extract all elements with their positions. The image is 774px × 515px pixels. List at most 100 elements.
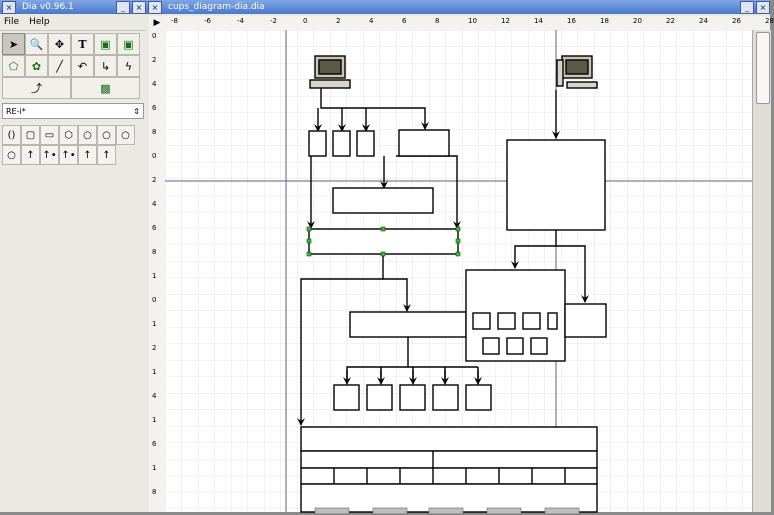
leaf-box[interactable]	[333, 384, 360, 411]
toolbox-window: × Dia v0.96.1 _ × File Help ➤ 🔍 ✥ T ▣ ▣ …	[0, 0, 147, 512]
scrollbar-thumb[interactable]	[756, 32, 770, 104]
shape-rect-icon[interactable]: ▭	[40, 125, 59, 145]
hruler-label: 6	[402, 17, 407, 25]
box-f[interactable]	[349, 311, 467, 338]
diagram-drawing	[165, 30, 752, 515]
shape-paren-icon[interactable]: ()	[2, 125, 21, 145]
vruler-label: 0	[152, 152, 157, 160]
hruler-label: 26	[732, 17, 741, 25]
pointer-tool-icon[interactable]: ➤	[2, 33, 25, 55]
zoom-tool-icon[interactable]: 🔍	[25, 33, 48, 55]
vruler-label: 8	[152, 248, 157, 256]
menu-arrow-icon[interactable]: ▶	[149, 16, 166, 31]
box-large[interactable]	[506, 139, 606, 231]
box-tool-icon[interactable]: ▣	[94, 33, 117, 55]
hruler-label: -8	[171, 17, 178, 25]
vruler-label: 0	[152, 32, 157, 40]
leaf-box[interactable]	[465, 384, 492, 411]
box-c[interactable]	[356, 130, 375, 157]
shape-circle-icon[interactable]: ○	[2, 145, 21, 165]
vruler-label: 4	[152, 200, 157, 208]
polygon-tool-icon[interactable]: ⬠	[2, 55, 25, 77]
close-icon[interactable]: ×	[756, 0, 770, 14]
polyline-tool-icon[interactable]: ϟ	[117, 55, 140, 77]
hruler-label: 0	[303, 17, 308, 25]
vruler-label: 8	[152, 128, 157, 136]
hruler-label: -2	[270, 17, 277, 25]
table-header-box[interactable]	[300, 426, 598, 452]
menu-help[interactable]: Help	[29, 17, 50, 27]
computer-left-icon[interactable]	[309, 55, 351, 89]
menu-file[interactable]: File	[4, 17, 20, 27]
window-menu-icon[interactable]: ×	[2, 0, 16, 14]
toolbox-title: Dia v0.96.1	[22, 2, 74, 12]
vruler-label: 4	[152, 80, 157, 88]
hruler-label: -6	[204, 17, 211, 25]
hruler-label: -4	[237, 17, 244, 25]
minimize-icon[interactable]: _	[740, 0, 754, 14]
diagram-titlebar[interactable]: × cups_diagram-dia.dia _ ×	[146, 0, 770, 14]
diagram-title: cups_diagram-dia.dia	[168, 2, 265, 12]
hruler-label: 18	[600, 17, 609, 25]
leaf-box[interactable]	[399, 384, 426, 411]
hruler-label: 28	[765, 17, 774, 25]
vruler-label: 1	[152, 464, 157, 472]
toolbox-menubar: File Help	[0, 14, 146, 31]
shape-circle-icon[interactable]: ○	[116, 125, 135, 145]
selected-box[interactable]	[308, 228, 459, 255]
shape-circle-icon[interactable]: ○	[97, 125, 116, 145]
hruler-label: 24	[699, 17, 708, 25]
vruler-label: 1	[152, 272, 157, 280]
shape-arrow-up-icon[interactable]: ↑	[78, 145, 97, 165]
vruler-label: 2	[152, 56, 157, 64]
shape-rounded-rect-icon[interactable]: ▢	[21, 125, 40, 145]
shape-arrow-up-icon[interactable]: ↑	[21, 145, 40, 165]
window-menu-icon[interactable]: ×	[148, 0, 162, 14]
shape-arrow-dot-icon[interactable]: ↑•	[59, 145, 78, 165]
shape-circle-icon[interactable]: ○	[78, 125, 97, 145]
hruler-label: 2	[336, 17, 341, 25]
shape-palette: () ▢ ▭ ⬡ ○ ○ ○ ○ ↑ ↑• ↑• ↑ ↑	[0, 123, 146, 167]
line-tool-icon[interactable]: ╱	[48, 55, 71, 77]
box-side[interactable]	[564, 303, 607, 338]
sheet-name: RE-i*	[6, 106, 26, 116]
vruler-label: 1	[152, 368, 157, 376]
table-row[interactable]	[300, 450, 598, 469]
vruler-label: 6	[152, 440, 157, 448]
sheet-selector[interactable]: RE-i* ⇕	[2, 103, 144, 119]
vruler-label: 2	[152, 176, 157, 184]
shape-arrow-dot-icon[interactable]: ↑•	[40, 145, 59, 165]
minimize-icon[interactable]: _	[116, 0, 130, 14]
beziergon-tool-icon[interactable]: ✿	[25, 55, 48, 77]
vertical-scrollbar[interactable]	[752, 30, 771, 512]
shape-hexagon-icon[interactable]: ⬡	[59, 125, 78, 145]
vruler-label: 2	[152, 344, 157, 352]
close-icon[interactable]: ×	[132, 0, 146, 14]
hruler-label: 16	[567, 17, 576, 25]
vruler-label: 0	[152, 296, 157, 304]
move-tool-icon[interactable]: ✥	[48, 33, 71, 55]
box-e[interactable]	[332, 187, 434, 214]
vruler-label: 1	[152, 416, 157, 424]
text-tool-icon[interactable]: T	[71, 33, 94, 55]
diagram-canvas[interactable]	[165, 30, 752, 515]
selection-handles[interactable]	[306, 226, 461, 257]
bezierline-tool-icon[interactable]: ⤴	[2, 77, 71, 99]
box-d[interactable]	[398, 129, 450, 157]
computer-right-icon[interactable]	[556, 55, 598, 89]
box-a[interactable]	[308, 130, 327, 157]
vruler-label: 1	[152, 320, 157, 328]
box-b[interactable]	[332, 130, 351, 157]
tool-palette: ➤ 🔍 ✥ T ▣ ▣ ⬠ ✿ ╱ ↶ ↳ ϟ ⤴ ▩	[0, 31, 146, 99]
arc-tool-icon[interactable]: ↶	[71, 55, 94, 77]
toolbox-titlebar[interactable]: × Dia v0.96.1 _ ×	[0, 0, 146, 14]
shape-arrow-up-icon[interactable]: ↑	[97, 145, 116, 165]
leaf-box[interactable]	[366, 384, 393, 411]
zigzag-tool-icon[interactable]: ↳	[94, 55, 117, 77]
table-row[interactable]	[300, 467, 598, 485]
leaf-box[interactable]	[432, 384, 459, 411]
outline-box-tool-icon[interactable]: ▣	[117, 33, 140, 55]
image-tool-icon[interactable]: ▩	[71, 77, 140, 99]
